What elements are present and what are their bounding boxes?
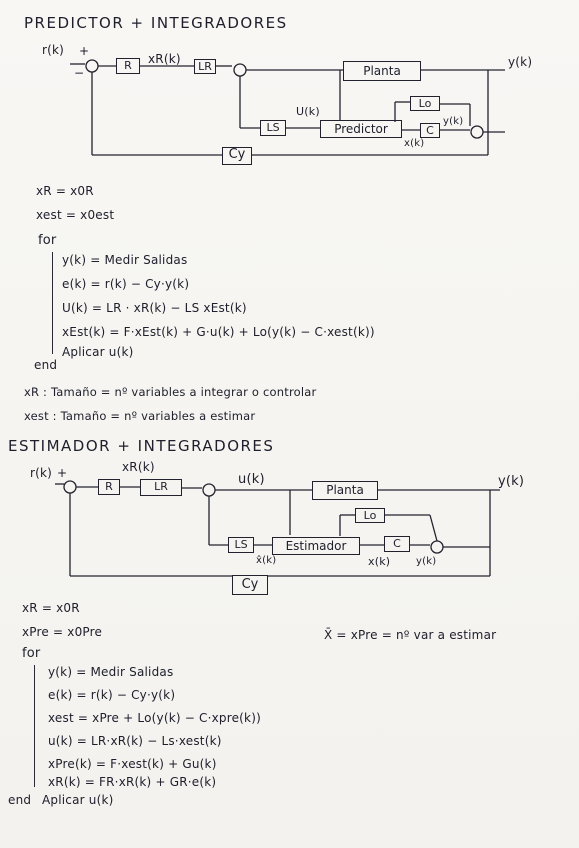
d1-input-label: r(k) bbox=[42, 43, 65, 57]
s2-loop-line-0: y(k) = Medir Salidas bbox=[48, 665, 174, 679]
s1-loop-line-2: U(k) = LR · xR(k) − LS xEst(k) bbox=[62, 301, 247, 315]
s1-loop-bar bbox=[52, 252, 54, 354]
s2-init-0: xR = x0R bbox=[22, 601, 80, 615]
d2-input-label: r(k) bbox=[30, 466, 53, 480]
s1-init-1: xest = x0est bbox=[36, 208, 115, 222]
section1-title: PREDICTOR + INTEGRADORES bbox=[24, 14, 288, 32]
d2-signal-xk: x(k) bbox=[368, 555, 391, 568]
d2-output-label: y(k) bbox=[498, 474, 525, 489]
s1-loop-line-0: y(k) = Medir Salidas bbox=[62, 253, 188, 267]
s2-init-1: xPre = x0Pre bbox=[22, 625, 103, 639]
s1-note-1: xest : Tamaño = nº variables a estimar bbox=[24, 409, 256, 423]
d1-minus-sign: − bbox=[74, 66, 85, 80]
s2-loop-line-1: e(k) = r(k) − Cy·y(k) bbox=[48, 688, 176, 702]
d2-block-LR: LR bbox=[140, 479, 182, 496]
s2-loop-line-2: xest = xPre + Lo(y(k) − C·xpre(k)) bbox=[48, 711, 261, 725]
s1-loop-end: end bbox=[34, 358, 58, 372]
s2-loop-line-5: xR(k) = FR·xR(k) + GR·e(k) bbox=[48, 775, 217, 789]
s2-side-note: X̄ = xPre = nº var a estimar bbox=[324, 628, 497, 642]
d1-output-label: y(k) bbox=[508, 55, 533, 69]
s1-loop-start: for bbox=[38, 233, 57, 248]
d1-block-LS: LS bbox=[260, 120, 286, 136]
s1-init-0: xR = x0R bbox=[36, 184, 94, 198]
s1-loop-line-4: Aplicar u(k) bbox=[62, 345, 134, 359]
d2-block-estimador: Estimador bbox=[272, 537, 360, 555]
d1-signal-xR: xR(k) bbox=[148, 52, 181, 66]
s2-loop-start: for bbox=[22, 646, 41, 661]
d2-signal-yk: y(k) bbox=[416, 556, 437, 567]
s2-loop-bar bbox=[34, 665, 36, 787]
d1-block-Lo: Lo bbox=[410, 96, 440, 111]
s1-loop-line-1: e(k) = r(k) − Cy·y(k) bbox=[62, 277, 190, 291]
d1-block-LR: LR bbox=[194, 59, 216, 74]
s2-loop-end: end bbox=[8, 793, 32, 807]
s2-loop-line-3: u(k) = LR·xR(k) − Ls·xest(k) bbox=[48, 734, 222, 748]
s2-loop-line-4: xPre(k) = F·xest(k) + Gu(k) bbox=[48, 757, 217, 771]
d2-signal-u: u(k) bbox=[238, 472, 265, 487]
s2-last-action: Aplicar u(k) bbox=[42, 793, 114, 807]
d2-block-Cy: Cy bbox=[232, 575, 268, 595]
d2-block-LS: LS bbox=[228, 537, 254, 553]
d2-block-Lo: Lo bbox=[355, 508, 385, 523]
d2-block-planta: Planta bbox=[312, 481, 378, 500]
d1-block-Cy: Cy bbox=[222, 147, 252, 165]
d1-signal-xk: x(k) bbox=[404, 138, 425, 149]
d1-block-planta: Planta bbox=[343, 61, 421, 81]
d2-plus-sign: + bbox=[57, 466, 68, 480]
d1-signal-u: U(k) bbox=[296, 105, 320, 118]
d2-block-C: C bbox=[384, 536, 410, 552]
s1-loop-line-3: xEst(k) = F·xEst(k) + G·u(k) + Lo(y(k) −… bbox=[62, 325, 375, 339]
d2-block-R: R bbox=[98, 479, 120, 495]
d1-block-C: C bbox=[420, 123, 440, 138]
d1-block-predictor: Predictor bbox=[320, 120, 402, 138]
section2-title: ESTIMADOR + INTEGRADORES bbox=[8, 437, 275, 455]
s1-note-0: xR : Tamaño = nº variables a integrar o … bbox=[24, 385, 317, 399]
d1-signal-yk: y(k) bbox=[443, 116, 464, 127]
d1-block-R: R bbox=[116, 58, 140, 74]
d2-signal-xhat: x̂(k) bbox=[256, 555, 277, 566]
d1-plus-sign: + bbox=[79, 44, 90, 58]
d2-signal-xR: xR(k) bbox=[122, 460, 155, 474]
